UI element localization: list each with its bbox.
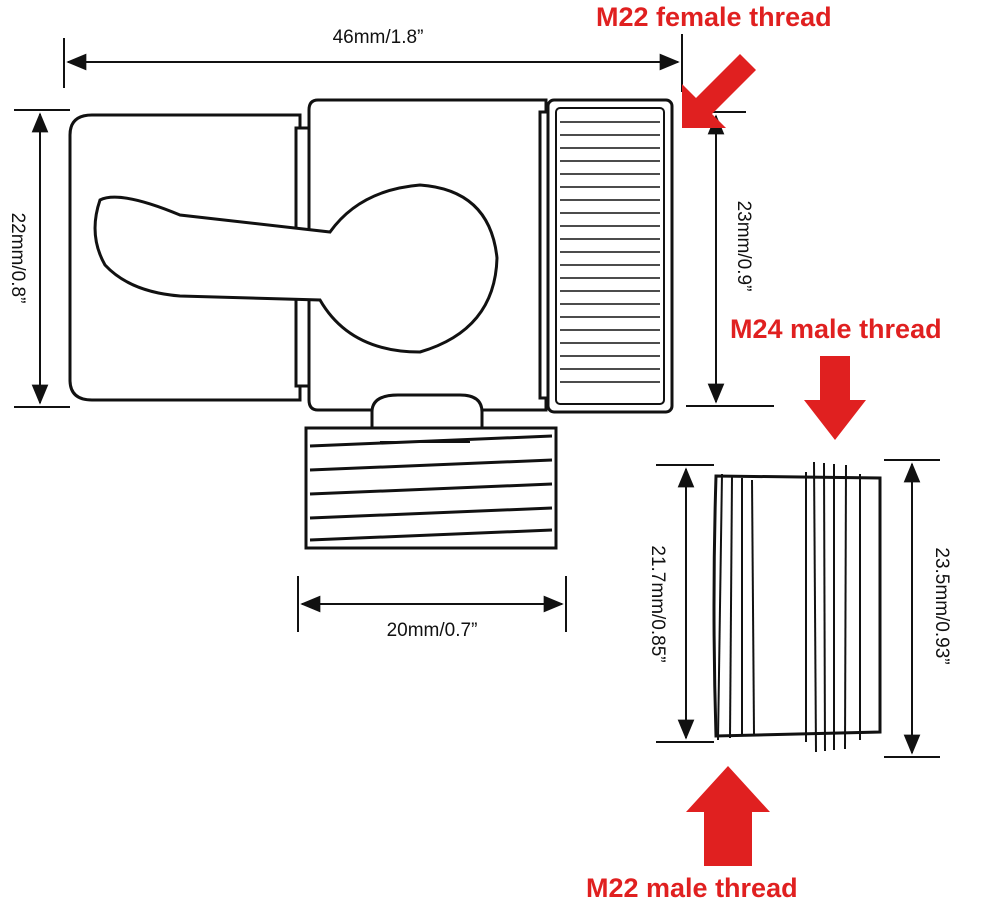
dim-adapter-inner (656, 464, 714, 743)
outlet-width-label: 20mm/0.7” (387, 620, 478, 641)
adapter-inner-label: 21.7mm/0.85” (647, 545, 668, 662)
adapter-body (712, 474, 882, 738)
dim-overall-width (63, 34, 683, 92)
outlet-thread-line (309, 458, 553, 472)
adapter-outer-label: 23.5mm/0.93” (931, 547, 952, 664)
valve-lever-handle (93, 183, 499, 354)
arrow-m24-male (804, 356, 866, 440)
thread-adapter (712, 461, 882, 753)
callout-m24-male: M24 male thread (730, 314, 942, 344)
callout-m22-male: M22 male thread (586, 873, 798, 903)
callout-m22-female: M22 female thread (596, 2, 832, 32)
adapter-thread-line (823, 462, 826, 752)
diverter-valve (68, 98, 674, 550)
adapter-thread-line (729, 475, 733, 739)
arrow-m22-male (686, 766, 770, 866)
adapter-thread-line (813, 461, 817, 753)
threaded-outlet (304, 426, 558, 550)
dim-outlet-width (297, 576, 567, 632)
adapter-thread-line (844, 464, 847, 750)
dim-body-height (14, 109, 70, 408)
adapter-thread-line (751, 479, 755, 735)
outlet-thread-line (309, 528, 553, 542)
body-height-label: 22mm/0.8” (7, 213, 28, 304)
overall-width-label: 46mm/1.8” (333, 27, 424, 48)
knurled-nut (546, 98, 674, 414)
adapter-thread-line (717, 473, 723, 741)
arrow-m22-female (682, 54, 756, 128)
outlet-thread-line (309, 482, 553, 496)
dim-nut-height (686, 111, 774, 407)
dim-adapter-outer (884, 459, 940, 758)
valve-outlet-stem (370, 393, 484, 434)
outlet-thread-line (309, 506, 553, 520)
nut-height-label: 23mm/0.9” (733, 201, 754, 292)
